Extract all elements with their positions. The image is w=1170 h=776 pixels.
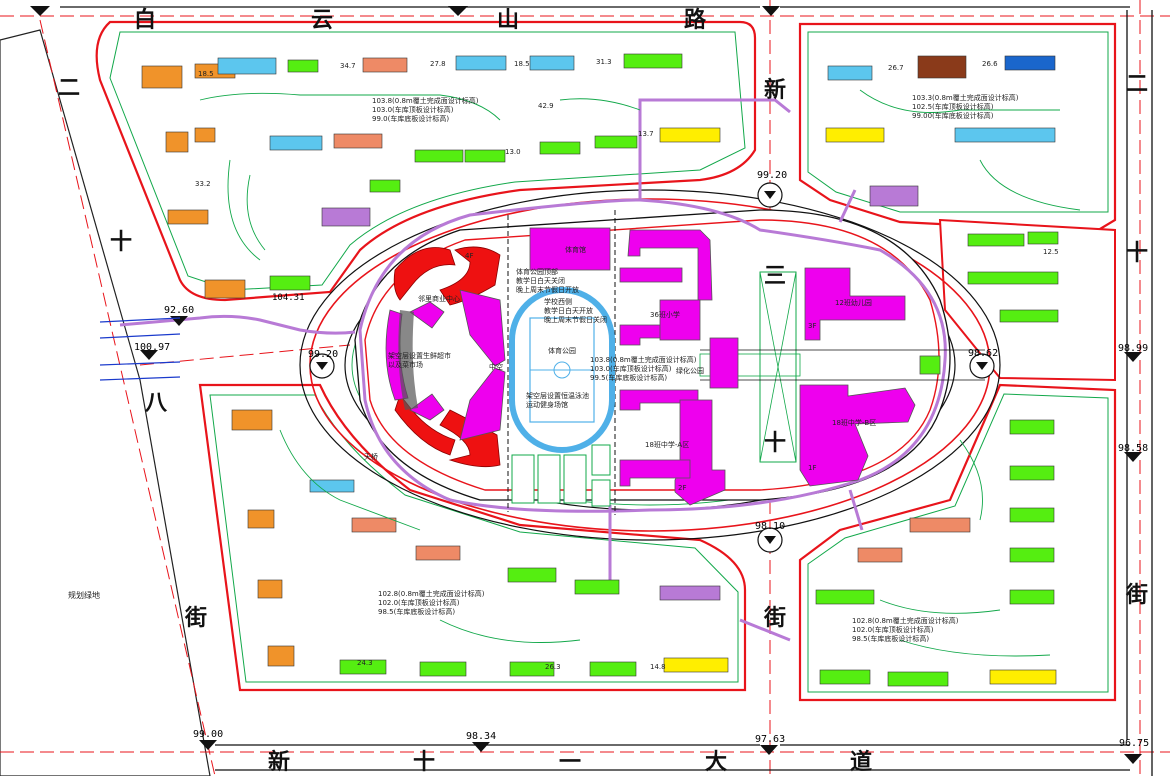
- note-line: 学校西侧: [544, 298, 572, 306]
- note-line: 102.8(0.8m覆土完成面设计标高): [378, 590, 485, 598]
- block-note-se: 102.8(0.8m覆土完成面设计标高) 102.0(车库顶板设计标高) 98.…: [852, 617, 958, 644]
- dimension-label: 33.2: [195, 180, 211, 188]
- dimension-label: 18.5: [198, 70, 214, 78]
- block-note-nw: 103.8(0.8m覆土完成面设计标高) 103.0(车库顶板设计标高) 99.…: [372, 97, 478, 124]
- note-line: 99.5(车库底板设计标高): [590, 374, 668, 382]
- primary-school-label: 36班小学: [650, 311, 680, 319]
- elevation-label: 97.63: [755, 734, 786, 745]
- elevation-label: 104.31: [272, 293, 305, 303]
- elevation-label: 98.10: [755, 521, 786, 532]
- note-line: 教学日白天开放: [544, 307, 593, 315]
- road-name-north-3: 山: [497, 8, 520, 33]
- pool-label: 架空层设置恒温泳池 运动健身场馆: [526, 392, 589, 410]
- note-line: 102.8(0.8m覆土完成面设计标高): [852, 617, 959, 625]
- note-line: 运动健身场馆: [526, 401, 568, 409]
- note-line: 晚上周末节假日开放: [516, 286, 579, 294]
- dimension-label: 26.3: [545, 663, 561, 671]
- elevation-label: 98.58: [1118, 443, 1149, 454]
- block-note-center: 103.8(0.8m覆土完成面设计标高) 103.0(车库顶板设计标高) 99.…: [590, 356, 696, 383]
- middle-school-b-label: 18班中学-B区: [832, 419, 877, 427]
- note-line: 103.8(0.8m覆土完成面设计标高): [372, 97, 479, 105]
- road-name-east-2: 三: [764, 264, 787, 289]
- floor-label: 3F: [808, 322, 817, 330]
- dimension-label: 13.7: [638, 130, 654, 138]
- road-name-south-4: 大: [705, 750, 728, 775]
- road-name-south-5: 道: [850, 750, 873, 775]
- school-gate-label: 学校西侧 教学日白天开放 晚上周末节假日关闭: [544, 298, 607, 325]
- elevation-label: 99.00: [193, 729, 224, 740]
- road-name-far-east-3: 街: [1126, 583, 1149, 608]
- note-line: 架空层设置恒温泳池: [526, 392, 589, 400]
- note-line: 以及菜市场: [388, 361, 423, 369]
- road-name-far-east-1: 二: [1126, 72, 1149, 97]
- dimension-label: 27.8: [430, 60, 446, 68]
- elevation-label: 98.99: [1118, 343, 1149, 354]
- block-note-sw: 102.8(0.8m覆土完成面设计标高) 102.0(车库顶板设计标高) 98.…: [378, 590, 484, 617]
- road-name-far-east-2: 十: [1126, 241, 1149, 266]
- sports-park-label: 体育公园: [548, 347, 576, 355]
- note-line: 晚上周末节假日关闭: [544, 316, 607, 324]
- dimension-label: 31.3: [596, 58, 612, 66]
- fresh-market-label: 架空层设置生鲜超市 以及菜市场: [388, 352, 451, 370]
- note-line: 103.3(0.8m覆土完成面设计标高): [912, 94, 1019, 102]
- note-line: 102.5(车库顶板设计标高): [912, 103, 994, 111]
- dimension-label: 13.0: [505, 148, 521, 156]
- elevation-label: 92.60: [164, 305, 195, 316]
- elevation-label: 100.97: [134, 342, 171, 353]
- dimension-label: 14.8: [650, 663, 666, 671]
- road-name-south-2: 十: [413, 750, 436, 775]
- kindergarten-label: 12班幼儿园: [835, 299, 872, 307]
- dimension-label: 26.7: [888, 64, 904, 72]
- elevation-label: 98.34: [466, 731, 497, 742]
- note-line: 架空层设置生鲜超市: [388, 352, 451, 360]
- atrium-label: 中空: [489, 363, 503, 371]
- dimension-label: 24.3: [357, 659, 373, 667]
- road-name-west-4: 街: [185, 606, 208, 631]
- floor-label: 1F: [808, 464, 817, 472]
- floor-label: 4F: [465, 252, 474, 260]
- note-line: 98.5(车库底板设计标高): [852, 635, 930, 643]
- note-line: 102.0(车库顶板设计标高): [378, 599, 460, 607]
- note-line: 98.5(车库底板设计标高): [378, 608, 456, 616]
- note-line: 103.0(车库顶板设计标高): [590, 365, 672, 373]
- road-name-north-2: 云: [311, 8, 334, 33]
- road-name-east-4: 街: [764, 606, 787, 631]
- dimension-label: 34.7: [340, 62, 356, 70]
- dimension-label: 18.5: [514, 60, 530, 68]
- road-name-north-4: 路: [684, 8, 707, 33]
- dimension-label: 42.9: [538, 102, 554, 110]
- floor-label: 2F: [678, 484, 687, 492]
- road-name-east-1: 新: [764, 78, 787, 103]
- green-park-label: 绿化公园: [676, 367, 704, 375]
- sports-hall-label: 体育馆: [565, 246, 586, 254]
- road-name-west-3: 八: [145, 391, 168, 416]
- note-line: 体育公园顶部: [516, 268, 558, 276]
- park-top-label: 体育公园顶部 教学日白天关闭 晚上周末节假日开放: [516, 268, 579, 295]
- road-name-west-1: 二: [58, 76, 81, 101]
- note-line: 103.8(0.8m覆土完成面设计标高): [590, 356, 697, 364]
- dimension-label: 12.5: [1043, 248, 1059, 256]
- elevation-label: 96.75: [1119, 738, 1150, 749]
- planned-green-space-label: 规划绿地: [68, 591, 100, 600]
- road-name-north-1: 白: [134, 8, 157, 33]
- note-line: 99.0(车库底板设计标高): [372, 115, 450, 123]
- note-line: 102.0(车库顶板设计标高): [852, 626, 934, 634]
- block-note-ne: 103.3(0.8m覆土完成面设计标高) 102.5(车库顶板设计标高) 99.…: [912, 94, 1018, 121]
- middle-school-a-label: 18班中学-A区: [645, 441, 690, 449]
- elevation-label: 99.20: [757, 170, 788, 181]
- note-line: 103.0(车库顶板设计标高): [372, 106, 454, 114]
- elevation-label: 99.20: [308, 349, 339, 360]
- commercial-center-label: 邻里商业中心: [418, 295, 460, 303]
- note-line: 教学日白天关闭: [516, 277, 565, 285]
- road-name-south-3: 一: [559, 750, 582, 775]
- bridge-label: 天桥: [364, 453, 378, 461]
- road-name-east-3: 十: [764, 431, 787, 456]
- note-line: 99.00(车库底板设计标高): [912, 112, 994, 120]
- elevation-label: 98.62: [968, 348, 999, 359]
- road-name-south-1: 新: [268, 750, 291, 775]
- dimension-label: 26.6: [982, 60, 998, 68]
- road-name-west-2: 十: [110, 230, 133, 255]
